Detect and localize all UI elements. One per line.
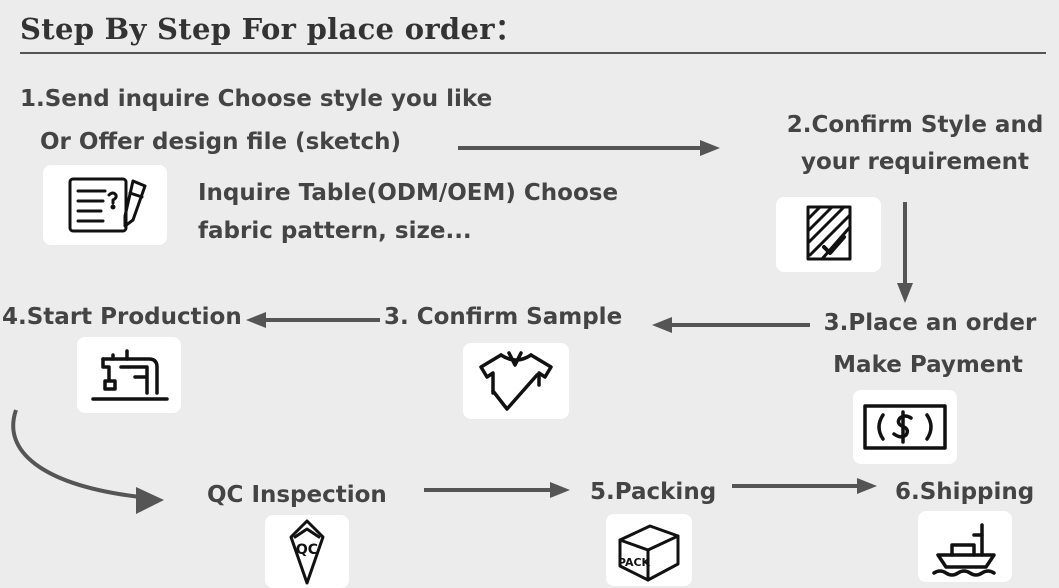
- qc-card: QC: [265, 515, 349, 588]
- document-pen-icon: [68, 177, 147, 233]
- step1-note1: Inquire Table(ODM/OEM) Choose: [198, 180, 619, 206]
- title-divider: [20, 52, 1046, 54]
- step3-order-line1: 3.Place an order: [823, 310, 1037, 336]
- arrow-qc-to-packing: [424, 482, 570, 498]
- cash-icon: [863, 404, 947, 450]
- step1-line1: 1.Send inquire Choose style you like: [20, 86, 493, 112]
- step3-order-line2: Make Payment: [833, 352, 1023, 378]
- ship-icon: [932, 523, 996, 577]
- step2-card: [776, 197, 881, 272]
- step1-line2: Or Offer design file (sketch): [40, 129, 402, 155]
- qc-icon-text: QC: [296, 542, 318, 558]
- arrow-order-to-sample: [652, 317, 810, 333]
- package-box-icon: PACK: [618, 524, 680, 582]
- arrow-step1-to-step2: [458, 140, 720, 156]
- sewing-machine-icon: [91, 349, 169, 401]
- step3-order-card: [853, 390, 957, 464]
- qc-badge-icon: QC: [289, 519, 325, 585]
- fabric-checklist-icon: [806, 205, 852, 261]
- pack-icon-text: PACK: [618, 556, 651, 569]
- step2-line2: your requirement: [800, 149, 1030, 175]
- step3-sample-card: [463, 343, 569, 419]
- qc-label: QC Inspection: [207, 482, 387, 508]
- step5-card: PACK: [606, 514, 692, 586]
- arrow-step2-to-order: [897, 202, 913, 303]
- shirt-check-icon: [479, 351, 553, 411]
- step6-card: [918, 511, 1012, 582]
- step4-label: 4.Start Production: [2, 304, 242, 330]
- step1-note2: fabric pattern, size...: [198, 218, 472, 244]
- arrow-production-to-qc: [11, 409, 164, 514]
- page-title: Step By Step For place order：: [20, 12, 525, 46]
- step5-label: 5.Packing: [590, 479, 717, 505]
- step3-sample-label: 3. Confirm Sample: [384, 304, 623, 330]
- step2-line1: 2.Confirm Style and: [786, 112, 1044, 138]
- arrow-sample-to-production: [246, 312, 380, 328]
- step4-card: [77, 337, 181, 413]
- arrow-packing-to-shipping: [732, 478, 877, 494]
- step6-label: 6.Shipping: [895, 479, 1035, 505]
- step1-card: [43, 165, 167, 245]
